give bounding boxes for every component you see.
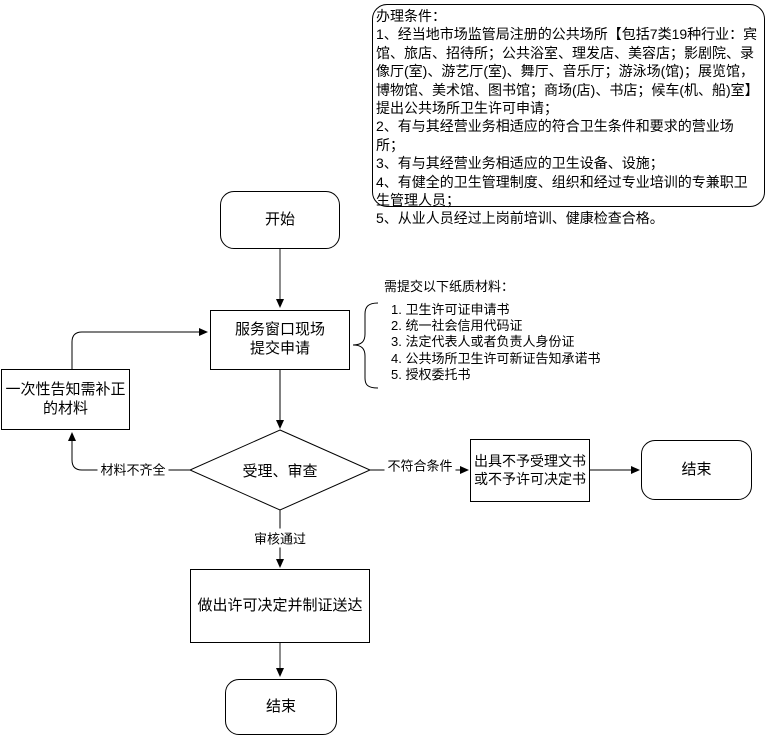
arrowhead-icon: [276, 420, 284, 429]
review-diamond: [188, 429, 372, 511]
conditions-title: 办理条件：: [376, 8, 446, 24]
submit-node: 服务窗口现场 提交申请: [210, 310, 350, 370]
condition-item: 1、经当地市场监管局注册的公共场所【包括7类19种行业：宾馆、旅店、招待所；公共…: [376, 26, 759, 117]
arrowhead-icon: [276, 668, 284, 677]
end-bottom-label: 结束: [265, 697, 296, 715]
material-item: 3. 法定代表人或者负责人身份证: [391, 334, 575, 350]
condition-item: 4、有健全的卫生管理制度、组织和经过专业培训的专兼职卫生管理人员；: [376, 173, 748, 209]
review-label-text: 受理、审查: [242, 462, 318, 480]
arrow-submit-to-review: [276, 370, 284, 429]
edge-label-not-meet: 不符合条件: [384, 455, 456, 475]
end-bottom-node: 结束: [225, 679, 337, 735]
end-right-label: 结束: [681, 460, 712, 478]
correction-node: 一次性告知需补正 的材料: [1, 369, 130, 430]
arrowhead-icon: [276, 299, 284, 308]
curly-brace-icon: [352, 302, 379, 389]
end-right-node: 结束: [641, 440, 752, 500]
arrow-correction-to-submit: [71, 328, 208, 369]
arrowhead-icon: [460, 466, 469, 474]
arrowhead-icon: [199, 328, 208, 336]
edge-label-incomplete: 材料不齐全: [97, 459, 169, 479]
arrow-start-to-submit: [276, 249, 284, 308]
arrowhead-icon: [631, 466, 640, 474]
material-item: 4. 公共场所卫生许可新证告知承诺书: [391, 350, 601, 366]
edge-label-passed: 审核通过: [250, 528, 310, 548]
condition-item: 3、有与其经营业务相适应的卫生设备、设施；: [376, 155, 664, 172]
conditions-note: 办理条件： 1、经当地市场监管局注册的公共场所【包括7类19种行业：宾馆、旅店、…: [372, 4, 765, 226]
condition-item: 5、从业人员经过上岗前培训、健康检查合格。: [376, 210, 664, 227]
material-item: 5. 授权委托书: [391, 366, 471, 382]
correction-label: 一次性告知需补正 的材料: [5, 380, 126, 417]
reject-node: 出具不予受理文书 或不予许可决定书: [470, 439, 590, 502]
materials-list: 1. 卫生许可证申请书 2. 统一社会信用代码证 3. 法定代表人或者负责人身份…: [391, 302, 600, 383]
decision-node: 做出许可决定并制证送达: [190, 569, 370, 643]
review-label: 受理、审查: [190, 430, 370, 510]
material-item: 1. 卫生许可证申请书: [391, 302, 510, 317]
reject-label: 出具不予受理文书 或不予许可决定书: [474, 453, 586, 487]
arrowhead-icon: [68, 432, 76, 441]
start-node: 开始: [220, 191, 340, 249]
condition-item: 2、有与其经营业务相适应的符合卫生条件和要求的营业场所；: [376, 118, 734, 153]
materials-title: 需提交以下纸质材料：: [384, 279, 515, 294]
arrow-reject-to-end: [590, 466, 640, 474]
arrowhead-icon: [276, 559, 284, 568]
submit-label: 服务窗口现场 提交申请: [234, 321, 325, 357]
start-label: 开始: [264, 210, 295, 228]
arrow-review-to-correction: [68, 432, 190, 471]
decision-label: 做出许可决定并制证送达: [197, 596, 363, 614]
material-item: 2. 统一社会信用代码证: [391, 318, 523, 334]
arrow-decision-to-end: [276, 643, 284, 677]
